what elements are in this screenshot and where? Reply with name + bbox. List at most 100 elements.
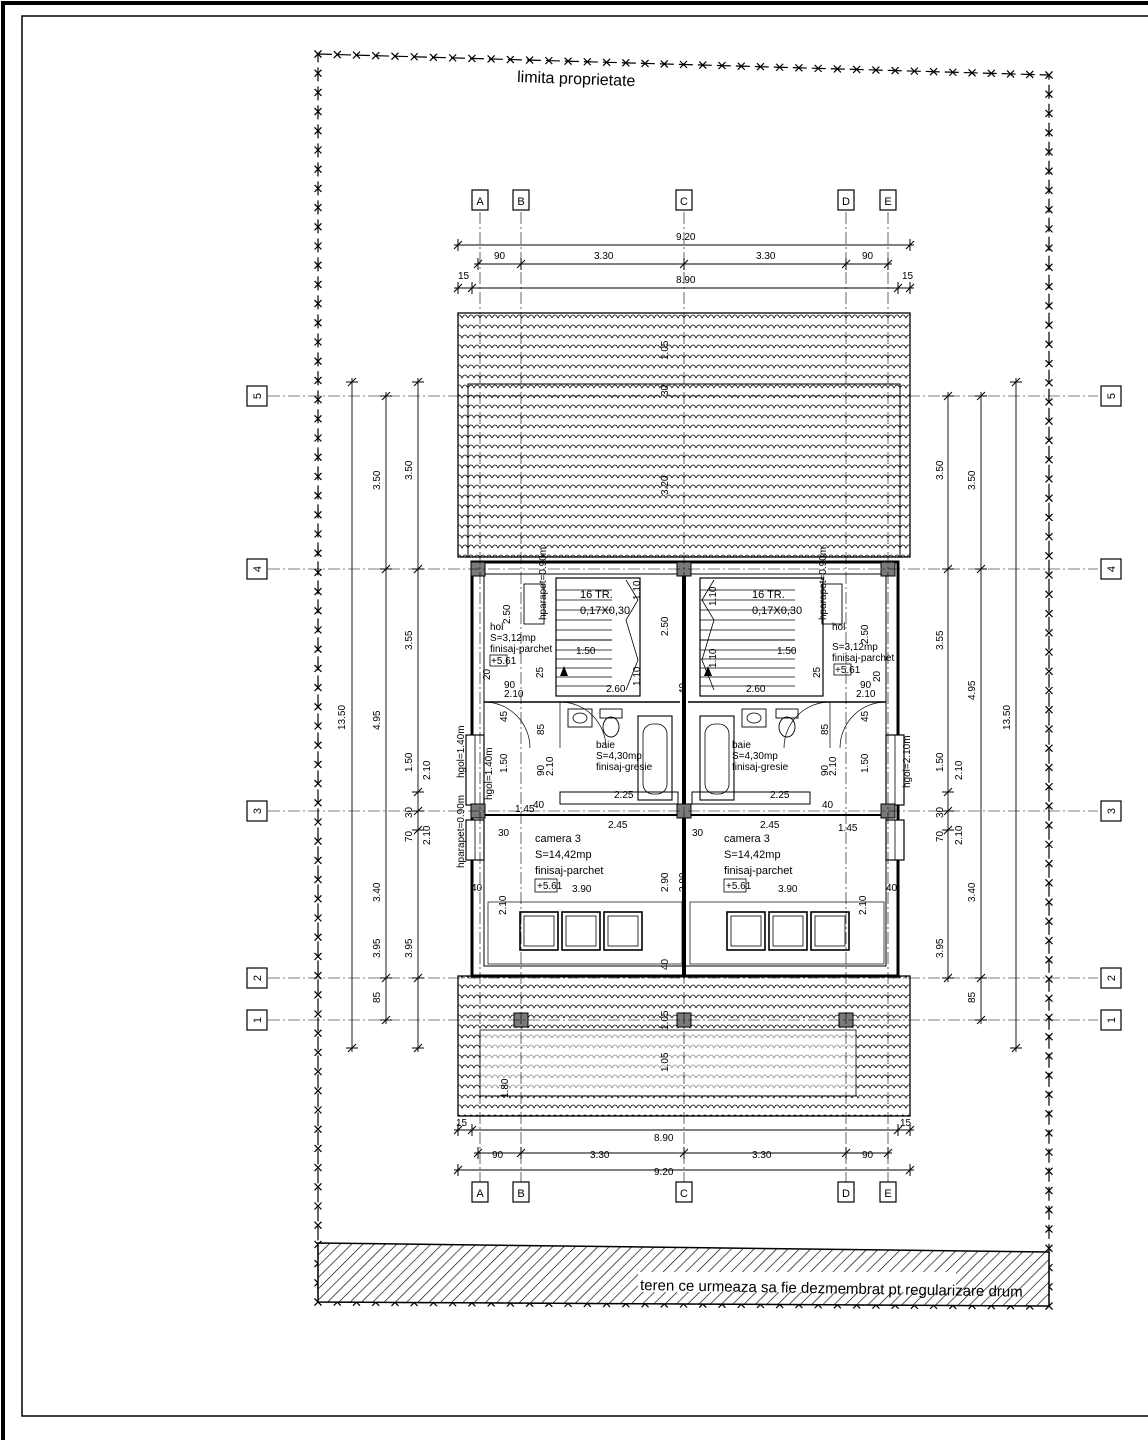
boundary-x-mark: [852, 65, 861, 74]
boundary-x-mark: [410, 52, 419, 61]
boundary-x-mark: [1045, 1244, 1053, 1253]
boundary-x-mark: [314, 1163, 322, 1172]
toilet-bowl: [602, 716, 620, 738]
grid-axis-box: [246, 385, 268, 407]
top-dim-side-right: 90: [862, 251, 874, 262]
boundary-x-mark: [1045, 571, 1053, 580]
stair-outline: [699, 577, 824, 697]
boundary-x-mark: [314, 299, 322, 308]
grid-axis-label-4: 4: [252, 566, 264, 572]
roof-dim-small: 40: [660, 958, 671, 970]
boundary-x-mark: [314, 453, 322, 462]
grid-axis-box: [512, 189, 530, 211]
boundary-x-mark: [314, 606, 322, 615]
dim-tick: [942, 825, 954, 835]
boundary-x-mark: [1045, 494, 1053, 503]
boundary-x-mark: [314, 549, 322, 558]
left-dim-total: 13.50: [337, 705, 348, 730]
grid-axis-box: [837, 189, 855, 211]
dim-tick: [905, 1164, 915, 1176]
boundary-x-mark: [1045, 359, 1053, 368]
boundary-x-mark: [737, 62, 746, 71]
dim-tick: [473, 1147, 483, 1159]
right-hol-d2: 90: [860, 680, 872, 691]
left-baie-d2: 2.10: [545, 756, 556, 776]
dim-tick: [346, 1043, 358, 1053]
boundary-x-mark: [314, 222, 322, 231]
boundary-x-mark: [1045, 1052, 1053, 1060]
left-camera-width: 3.90: [572, 884, 592, 895]
dim-tick: [412, 787, 424, 797]
grid-axis-box: [1100, 967, 1122, 989]
grid-axis-label-1: 1: [1106, 1017, 1118, 1023]
road-label-bg: [638, 1272, 956, 1292]
left-dim-b: 3.55: [404, 630, 415, 650]
right-camera-level: +5.61: [726, 881, 752, 892]
dim-tick: [905, 1124, 915, 1136]
boundary-x-mark: [891, 66, 900, 75]
boundary-x-mark: [1045, 1225, 1053, 1233]
boundary-x-mark: [1045, 90, 1053, 99]
top-dim-bay-right: 3.30: [756, 251, 776, 262]
roof-bottom-inner: [479, 1029, 857, 1097]
right-baie-d1: 85: [820, 723, 831, 735]
boundary-x-mark: [775, 63, 784, 72]
sink-bowl: [746, 712, 762, 724]
dim-tick: [412, 806, 424, 816]
left-baie-finish: finisaj-gresie: [596, 762, 653, 773]
left-dim-a2: 3.50: [404, 460, 415, 480]
boundary-x-mark: [1045, 936, 1053, 945]
room-dim-height: 2.90: [660, 872, 671, 892]
right-baie-finish: finisaj-gresie: [732, 762, 789, 773]
dim-tick: [380, 391, 392, 401]
boundary-x-mark: [1045, 917, 1053, 926]
stair-outline: [555, 577, 641, 697]
boundary-x-mark: [314, 1106, 322, 1114]
boundary-x-mark: [314, 1202, 322, 1210]
right-ledge: [691, 791, 811, 805]
right-camera-d4: 2.10: [858, 895, 869, 915]
boundary-x-mark: [314, 1067, 322, 1076]
boundary-x-mark: [833, 64, 842, 73]
left-baie-d7: 1.50: [499, 753, 510, 773]
grid-axis-label-B: B: [517, 196, 524, 208]
boundary-x-mark: [929, 67, 938, 76]
boundary-x-mark: [1045, 417, 1053, 426]
left-camera-name: camera 3: [535, 833, 581, 845]
boundary-x-mark: [352, 51, 361, 60]
dim-tick: [380, 973, 392, 983]
boundary-x-mark: [1045, 994, 1053, 1003]
left-stair-d3: 1.50: [576, 646, 596, 657]
boundary-x-mark: [1045, 205, 1053, 214]
right-hol-area: S=3,12mp: [832, 642, 878, 653]
grid-axis-label-D: D: [842, 1188, 850, 1200]
boundary-x-mark: [1045, 436, 1053, 445]
room-border: [487, 901, 683, 965]
grid-axis-label-3: 3: [1106, 808, 1118, 814]
window-note-3: hgol=1.40m: [484, 747, 495, 800]
boundary-x-mark: [314, 1029, 322, 1038]
grid-axis-box: [246, 800, 268, 822]
dim-tick: [473, 258, 483, 270]
dim-tick: [453, 1164, 463, 1176]
right-camera-d3: 2.90: [678, 872, 689, 892]
right-dim-h: 85: [967, 991, 978, 1003]
left-camera-area: S=14,42mp: [535, 849, 592, 861]
grid-axis-box: [471, 1181, 489, 1203]
boundary-x-mark: [1045, 667, 1053, 676]
boundary-x-mark: [314, 472, 322, 481]
grid-axis-box: [1100, 558, 1122, 580]
dim-tick: [905, 239, 915, 251]
boundary-x-mark: [1045, 1186, 1053, 1195]
right-stair-d6: 25: [812, 666, 823, 678]
grid-axis-box: [879, 189, 897, 211]
toilet-bowl: [778, 716, 796, 738]
right-baie-d3: 90: [820, 764, 831, 776]
sink: [741, 708, 767, 728]
window-bay-inner: [730, 915, 762, 947]
roof-dim-top: 1.05: [660, 340, 671, 360]
boundary-x-mark: [1045, 109, 1053, 118]
right-camera-finish: finisaj-parchet: [724, 865, 792, 877]
